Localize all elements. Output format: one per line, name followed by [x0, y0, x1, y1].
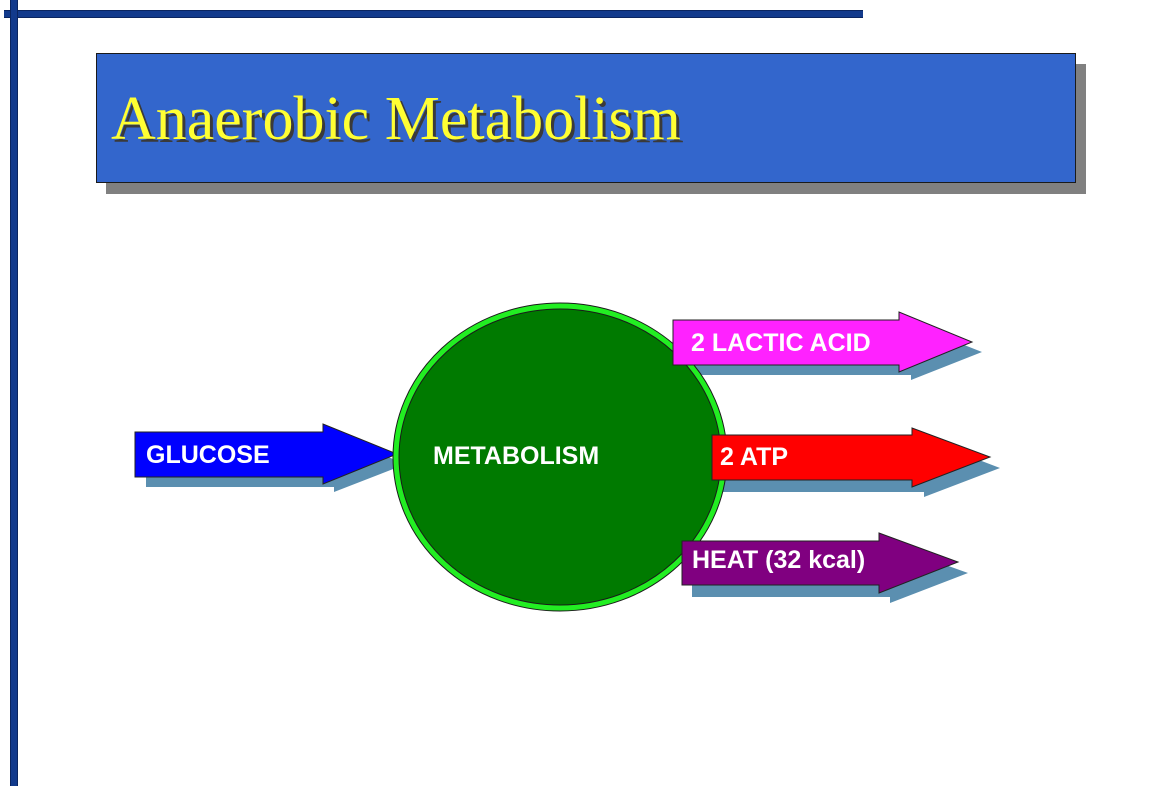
metabolism-label: METABOLISM [433, 442, 600, 470]
slide-frame-left-bar [10, 0, 18, 786]
glucose-label: GLUCOSE [146, 441, 270, 469]
heat-label: HEAT (32 kcal) [692, 546, 866, 574]
title-banner: Anaerobic Metabolism [96, 53, 1076, 183]
atp-label: 2 ATP [720, 443, 789, 471]
glucose-arrow [134, 423, 399, 485]
lactic-acid-label: 2 LACTIC ACID [691, 329, 871, 357]
slide-title: Anaerobic Metabolism [111, 85, 681, 153]
heat-arrow [681, 532, 960, 594]
atp-arrow [711, 427, 992, 488]
lactic-acid-arrow [672, 311, 974, 373]
slide-frame-top-bar [4, 10, 863, 18]
